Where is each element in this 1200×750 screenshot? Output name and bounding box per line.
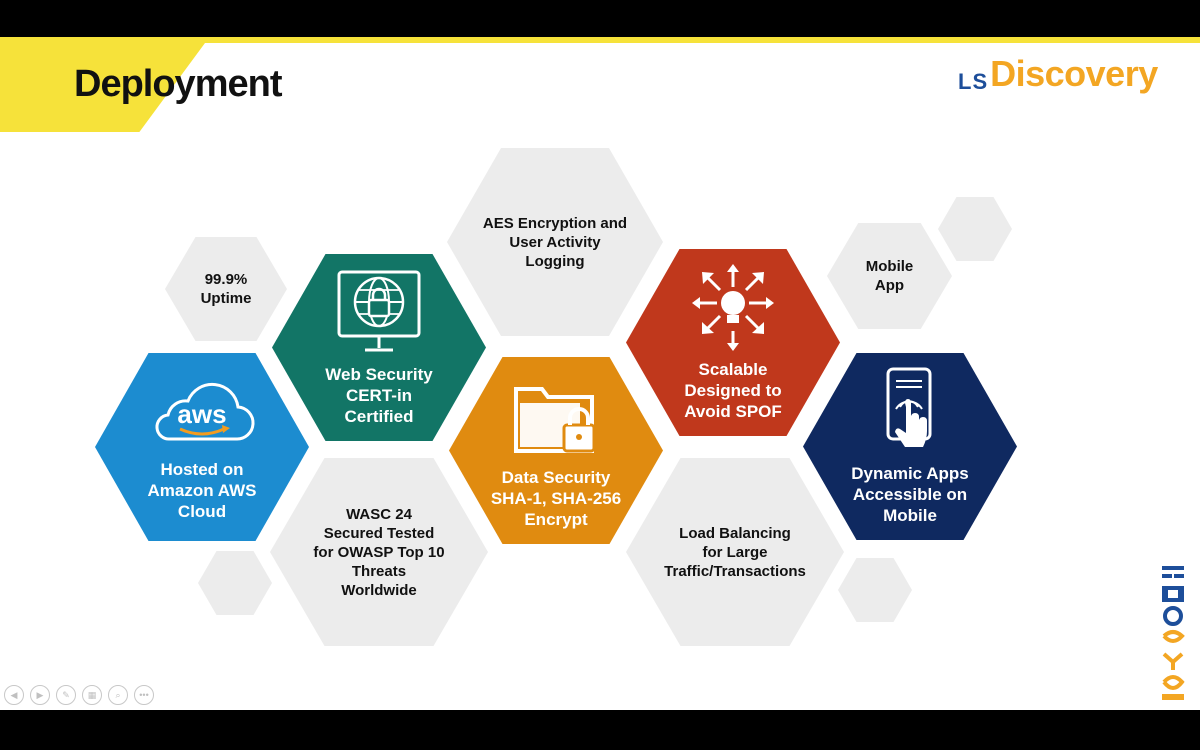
hexagon-aes-label: AES Encryption and User Activity Logging bbox=[482, 214, 628, 270]
hexagon-dynamic-apps: Dynamic Apps Accessible on Mobile bbox=[803, 353, 1017, 540]
ls-discovery-logo: LS Discovery bbox=[958, 51, 1158, 95]
decor-hexagon-bottom-right bbox=[838, 558, 912, 622]
hexagon-load-balancing-label: Load Balancing for Large Traffic/Transac… bbox=[664, 524, 806, 580]
hexagon-uptime: 99.9% Uptime bbox=[165, 237, 287, 341]
hexagon-data-security: Data Security SHA-1, SHA-256 Encrypt bbox=[449, 357, 663, 544]
hexagon-data-security-label: Data Security SHA-1, SHA-256 Encrypt bbox=[490, 468, 622, 529]
slide-title: Deployment bbox=[74, 63, 282, 105]
hexagon-web-security-label: Web Security CERT-in Certified bbox=[325, 365, 433, 426]
bottom-black-bar bbox=[0, 710, 1200, 750]
top-accent-stripe bbox=[0, 37, 1200, 43]
decor-hexagon-top-right bbox=[938, 197, 1012, 261]
hexagon-mobile-app: Mobile App bbox=[827, 223, 952, 329]
aws-cloud-icon: aws bbox=[155, 382, 255, 441]
hexagon-uptime-label: 99.9% Uptime bbox=[200, 271, 252, 307]
pen-icon[interactable]: ✎ bbox=[56, 685, 76, 705]
aws-icon-text: aws bbox=[177, 399, 226, 429]
globe-lock-monitor-icon bbox=[337, 270, 421, 352]
slideshow-controls: ◀ ▶ ✎ ▦ ⌕ ••• bbox=[4, 685, 154, 705]
hexagon-web-security: Web Security CERT-in Certified bbox=[272, 254, 486, 441]
hexagon-aws-label: Hosted on Amazon AWS Cloud bbox=[147, 459, 257, 521]
hexagon-scalable: Scalable Designed to Avoid SPOF bbox=[626, 249, 840, 436]
lightbulb-arrows-icon bbox=[692, 264, 774, 351]
more-icon[interactable]: ••• bbox=[134, 685, 154, 705]
top-black-bar bbox=[0, 0, 1200, 37]
slides-icon[interactable]: ▦ bbox=[82, 685, 102, 705]
hexagon-load-balancing: Load Balancing for Large Traffic/Transac… bbox=[626, 458, 844, 646]
hexagon-dynamic-apps-label: Dynamic Apps Accessible on Mobile bbox=[851, 464, 969, 525]
folder-lock-icon bbox=[514, 387, 596, 453]
hexagon-wasc: WASC 24 Secured Tested for OWASP Top 10 … bbox=[270, 458, 488, 646]
next-icon[interactable]: ▶ bbox=[30, 685, 50, 705]
hexagon-aes-encryption: AES Encryption and User Activity Logging bbox=[447, 148, 663, 336]
logo-main: Discovery bbox=[990, 53, 1158, 94]
hexagon-wasc-label: WASC 24 Secured Tested for OWASP Top 10 … bbox=[313, 505, 445, 599]
zoom-icon[interactable]: ⌕ bbox=[108, 685, 128, 705]
hexagon-scalable-label: Scalable Designed to Avoid SPOF bbox=[684, 360, 782, 421]
logo-prefix: LS bbox=[958, 69, 989, 94]
decor-hexagon-bottom-left bbox=[198, 551, 272, 615]
tablet-touch-icon bbox=[886, 367, 932, 447]
side-vertical-logo-icon bbox=[1162, 566, 1185, 700]
presentation-slide: Deployment LS Discovery 99.9% Uptime AES… bbox=[0, 37, 1200, 710]
previous-icon[interactable]: ◀ bbox=[4, 685, 24, 705]
hexagon-mobile-app-label: Mobile App bbox=[865, 258, 914, 294]
hexagon-aws: aws Hosted on Amazon AWS Cloud bbox=[95, 353, 309, 541]
